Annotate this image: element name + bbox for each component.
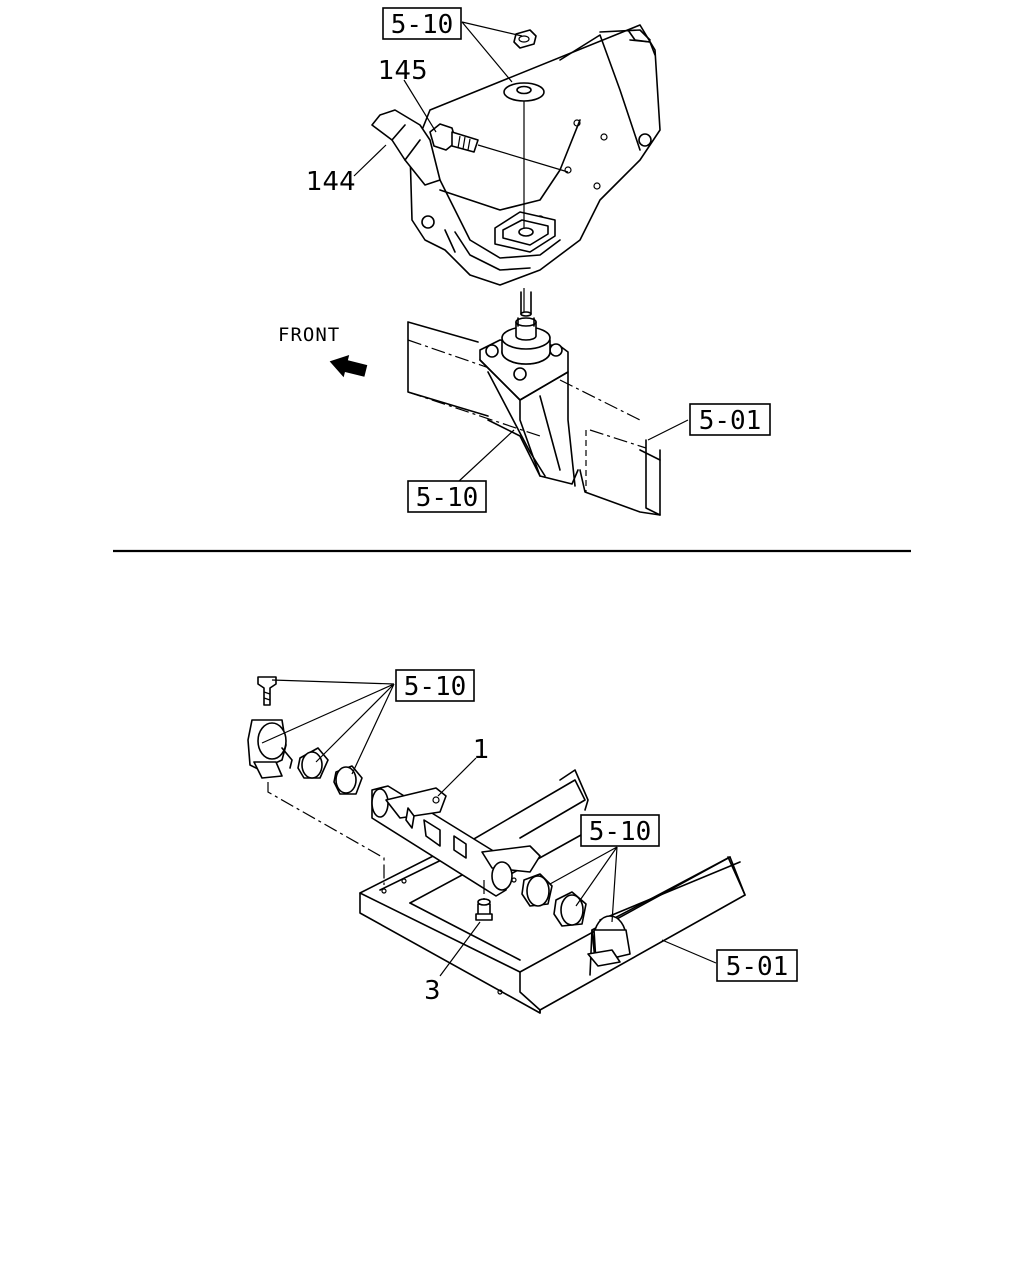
part-144-leader (353, 144, 387, 177)
part-3-leader (439, 921, 481, 977)
lower-ref-left-box (395, 669, 475, 702)
lower-left-bolt-centerline (267, 782, 385, 885)
upper-ref-top-label: 5-10 (391, 10, 454, 40)
lower-right-bushings (521, 873, 587, 927)
lower-ref-left-label: 5-10 (404, 672, 467, 702)
lower-ref-frame-label: 5-01 (726, 952, 789, 982)
upper-ref-frame-leader (647, 419, 689, 441)
bracket-bolt-icon (549, 343, 563, 357)
lower-ref-frame-box (716, 949, 798, 982)
part-1-leader (437, 757, 477, 797)
upper-ref-bracket-leader (457, 429, 515, 483)
lower-view: 5-10 1 5-10 3 5-01 (247, 669, 798, 1014)
upper-ref-frame-box (689, 403, 771, 436)
lower-left-bracket (247, 676, 293, 779)
lower-ref-right-leaders (549, 846, 618, 923)
part-145-leader (403, 79, 437, 133)
bolt-145 (429, 123, 479, 153)
upper-ref-bracket-box (407, 480, 487, 513)
lower-left-bushings (297, 747, 363, 795)
upper-nut (513, 29, 537, 49)
upper-rubber-mount (501, 291, 551, 365)
bracket-bolt-icon (485, 344, 499, 358)
front-direction-label: FRONT (278, 324, 340, 346)
lower-ref-right-box (580, 814, 660, 847)
upper-ref-bracket-label: 5-10 (416, 483, 479, 513)
part-145-label: 145 (378, 56, 428, 86)
part-144-label: 144 (306, 167, 356, 197)
lower-ref-left-leaders (261, 679, 395, 775)
lower-grease-nipple-part-3 (475, 898, 493, 921)
upper-ref-top-leaders (461, 21, 523, 83)
upper-ref-top-box (382, 7, 462, 40)
bracket-bolt-icon (513, 367, 527, 381)
upper-cab-crossmember (371, 24, 661, 286)
part-1-label: 1 (473, 735, 490, 765)
upper-view: 5-10 145 144 5-10 5-01 FRONT (278, 7, 771, 516)
front-arrow-icon (329, 355, 368, 378)
lower-ref-right-label: 5-10 (589, 817, 652, 847)
lower-right-bracket (587, 915, 631, 967)
lower-ref-frame-leader (661, 939, 717, 964)
lower-shaft-part-1 (371, 785, 541, 897)
bolt-145-centerline (477, 144, 569, 173)
part-3-label: 3 (424, 976, 441, 1006)
upper-washer (503, 82, 545, 102)
upper-ref-frame-label: 5-01 (699, 406, 762, 436)
